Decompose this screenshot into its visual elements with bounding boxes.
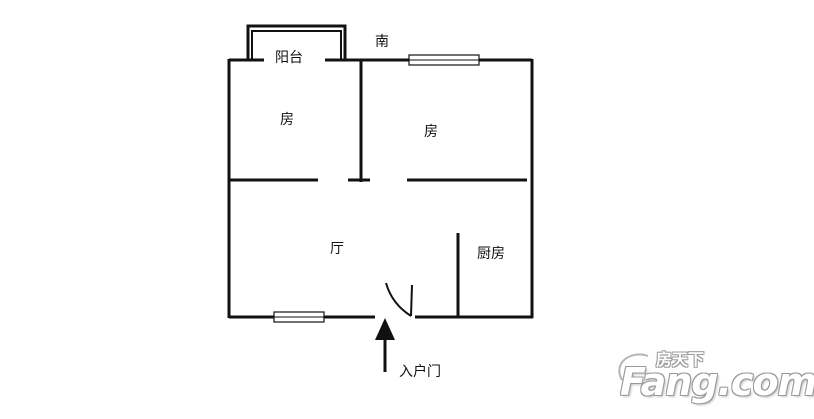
entrance-label: 入户门 xyxy=(399,364,441,380)
watermark-logo: 房天下 Fang.com xyxy=(612,346,814,408)
room-label-bedroom-left: 房 xyxy=(280,112,294,128)
balcony-inner-rail xyxy=(251,30,342,60)
watermark-cn: 房天下 xyxy=(656,350,705,369)
interior-walls xyxy=(229,60,527,317)
windows xyxy=(273,54,480,323)
entrance-arrow xyxy=(375,318,395,372)
room-label-kitchen: 厨房 xyxy=(477,246,505,262)
room-label-balcony: 阳台 xyxy=(275,50,303,66)
exterior-walls xyxy=(227,58,534,319)
door-leaf xyxy=(410,284,413,317)
watermark-swirl xyxy=(618,353,649,381)
watermark-brand: Fang.com xyxy=(620,360,814,404)
orientation-label: 南 xyxy=(375,34,389,50)
room-label-living-room: 厅 xyxy=(330,241,344,257)
entrance-door xyxy=(385,282,413,317)
room-label-bedroom-right: 房 xyxy=(424,124,438,140)
door-swing-arc xyxy=(385,282,412,317)
